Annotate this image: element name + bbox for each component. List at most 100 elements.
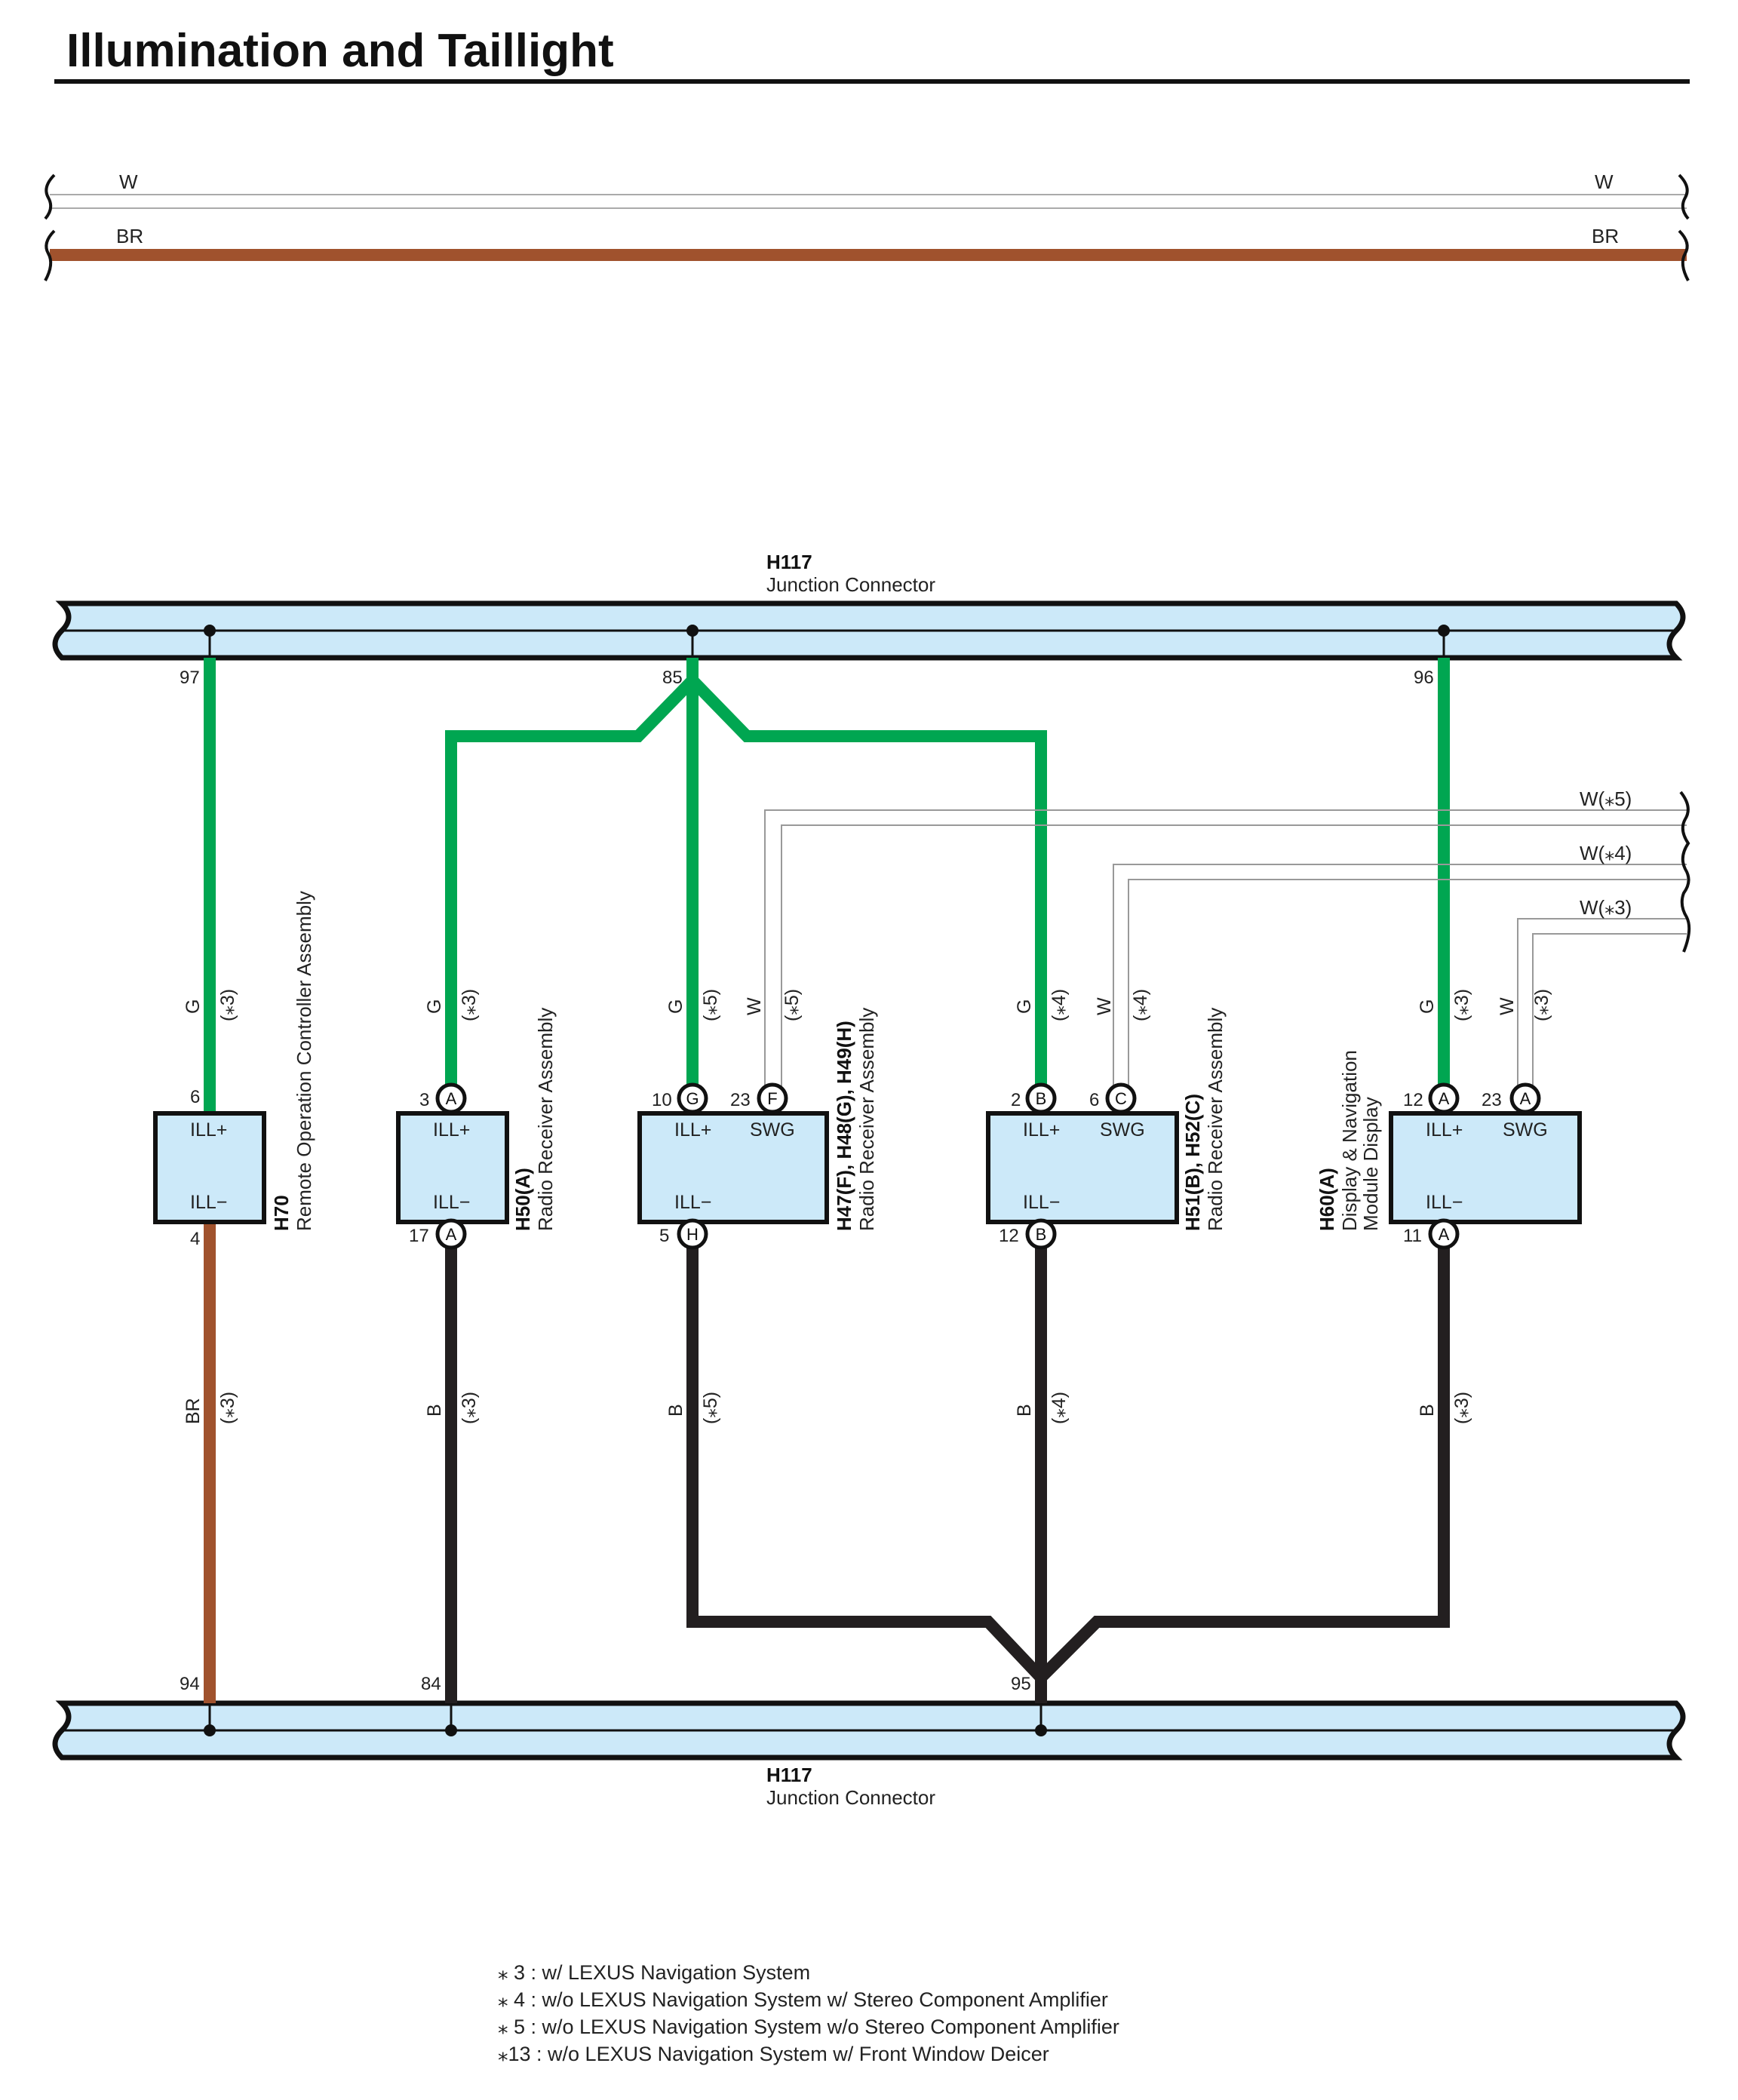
break-mark-right-w	[1678, 173, 1690, 220]
pin-94: 94	[180, 1674, 200, 1694]
h51-top-wire: G	[1014, 999, 1035, 1014]
splice-dot	[445, 1724, 457, 1736]
h70-ill-minus: ILL−	[190, 1192, 227, 1213]
h50-top-letter: A	[446, 1089, 457, 1108]
h51-bottom-pin: 12	[999, 1226, 1019, 1246]
pin-84: 84	[421, 1674, 441, 1694]
h47-bottom-wire: B	[665, 1404, 686, 1417]
h51-top-letter: B	[1036, 1089, 1047, 1108]
junction-top-code: H117	[766, 551, 812, 573]
h60-swg-letter: A	[1520, 1089, 1531, 1108]
h50-top-note: (⁎3)	[459, 989, 480, 1021]
g-wire-h51	[688, 676, 1047, 1088]
junction-bottom-name: Junction Connector	[766, 1786, 935, 1809]
w-wire-label-left: W	[119, 170, 138, 193]
h60-top-wire: G	[1417, 999, 1438, 1014]
h60-swg-pin: 23	[1482, 1090, 1502, 1110]
h51-swg-wire: W	[1094, 997, 1115, 1015]
footnotes: ⁎ 3 : w/ LEXUS Navigation System ⁎ 4 : w…	[498, 1961, 1119, 2065]
component-h50: ILL+ ILL− 3 17 H50(A) Radio Receiver Ass…	[396, 1008, 557, 1246]
component-h60: ILL+ SWG ILL− 12 23 11 H60(A) Display & …	[1316, 1050, 1582, 1246]
w5-wire-label: W(⁎5)	[1580, 788, 1632, 810]
note-3: ⁎ 3 : w/ LEXUS Navigation System	[498, 1961, 810, 1984]
h60-bottom-pin: 11	[1403, 1226, 1422, 1246]
h51-top-note: (⁎4)	[1049, 989, 1070, 1021]
h60-bottom-letter: A	[1439, 1225, 1450, 1244]
b-wire-h47	[686, 1246, 1046, 1682]
h51-bottom-wire: B	[1014, 1404, 1035, 1417]
h60-top-letter: A	[1439, 1089, 1450, 1108]
break-mark-left-br	[44, 229, 56, 281]
note-5: ⁎ 5 : w/o LEXUS Navigation System w/o St…	[498, 2016, 1119, 2038]
h60-code: H60(A)	[1316, 1168, 1338, 1231]
h60-swg: SWG	[1503, 1119, 1548, 1141]
h50-ill-plus: ILL+	[433, 1119, 470, 1141]
h50-bottom-letter: A	[446, 1225, 457, 1244]
h60-swg-note: (⁎3)	[1531, 989, 1552, 1021]
h47-top-note: (⁎5)	[700, 989, 721, 1021]
br-wire-label-right: BR	[1592, 225, 1619, 247]
h47-top-pin: 10	[652, 1090, 672, 1110]
h60-swg-wire: W	[1497, 997, 1518, 1015]
h51-ill-minus: ILL−	[1023, 1192, 1060, 1213]
pin-96: 96	[1414, 668, 1434, 688]
h51-code: H51(B), H52(C)	[1181, 1094, 1204, 1231]
h60-ill-plus: ILL+	[1426, 1119, 1463, 1141]
h50-bottom-wire: B	[424, 1404, 445, 1417]
note-13: ⁎13 : w/o LEXUS Navigation System w/ Fro…	[498, 2043, 1049, 2065]
h50-bottom-pin: 17	[409, 1226, 429, 1246]
h47-swg-letter: F	[767, 1089, 777, 1108]
h70-top-wire: G	[183, 999, 204, 1014]
h60-top-pin: 12	[1403, 1090, 1423, 1110]
g-wire-h50	[445, 676, 697, 1088]
h50-top-wire: G	[424, 999, 445, 1014]
h51-name: Radio Receiver Assembly	[1204, 1008, 1227, 1231]
splice-dot	[1035, 1724, 1047, 1736]
wire-labels-bottom: BR (⁎3) B (⁎3) B (⁎5) B (⁎4) B (⁎3)	[183, 1392, 1472, 1424]
junction-top-name: Junction Connector	[766, 573, 935, 596]
h51-bottom-note: (⁎4)	[1049, 1392, 1070, 1424]
h70-top-pin: 6	[190, 1087, 200, 1107]
pin-97: 97	[180, 668, 200, 688]
br-wire-label-left: BR	[116, 225, 143, 247]
pin-95: 95	[1011, 1674, 1031, 1694]
b-wire-h60	[1036, 1246, 1450, 1682]
green-wires	[204, 658, 1450, 1113]
h51-ill-plus: ILL+	[1023, 1119, 1060, 1141]
h70-name: Remote Operation Controller Assembly	[293, 891, 315, 1231]
h47-top-wire: G	[665, 999, 686, 1014]
h47-swg-note: (⁎5)	[781, 989, 803, 1021]
h47-swg-wire: W	[744, 997, 765, 1015]
h47-top-letter: G	[686, 1089, 699, 1108]
h60-top-note: (⁎3)	[1451, 989, 1472, 1021]
h70-bottom-note: (⁎3)	[217, 1392, 238, 1424]
h70-top-note: (⁎3)	[217, 989, 238, 1021]
h47-swg: SWG	[750, 1119, 795, 1141]
h50-code: H50(A)	[511, 1168, 534, 1231]
w-wire-label-right: W	[1595, 170, 1614, 193]
note-4: ⁎ 4 : w/o LEXUS Navigation System w/ Ste…	[498, 1988, 1108, 2011]
h47-name: Radio Receiver Assembly	[855, 1008, 878, 1231]
page-title: Illumination and Taillight	[66, 25, 614, 77]
break-mark-right-br	[1678, 229, 1690, 281]
h51-top-pin: 2	[1011, 1090, 1021, 1110]
top-wire-bundle: W W BR BR	[44, 170, 1690, 281]
component-h70: ILL+ ILL− 6 4 H70 Remote Operation Contr…	[153, 891, 315, 1249]
h51-swg-pin: 6	[1089, 1090, 1099, 1110]
junction-bottom-code: H117	[766, 1764, 812, 1786]
h51-swg: SWG	[1100, 1119, 1145, 1141]
white-wires	[764, 809, 1687, 1088]
h50-name: Radio Receiver Assembly	[534, 1008, 557, 1231]
h47-ill-plus: ILL+	[674, 1119, 711, 1141]
h50-ill-minus: ILL−	[433, 1192, 470, 1213]
pin-circles: A A G F H B C B A A A	[435, 1082, 1541, 1250]
h60-bottom-wire: B	[1417, 1404, 1438, 1417]
h70-code: H70	[270, 1195, 293, 1231]
wire-labels-top: G (⁎3) G (⁎3) G (⁎5) W (⁎5) G (⁎4) W (⁎4…	[183, 989, 1552, 1021]
junction-connector-top: H117 Junction Connector 97 85 96	[52, 551, 1686, 688]
break-mark-left-w	[44, 173, 56, 220]
h70-ill-plus: ILL+	[190, 1119, 227, 1141]
h60-bottom-note: (⁎3)	[1451, 1392, 1472, 1424]
junction-connector-bottom: 94 84 95 H117 Junction Connector	[52, 1674, 1686, 1809]
